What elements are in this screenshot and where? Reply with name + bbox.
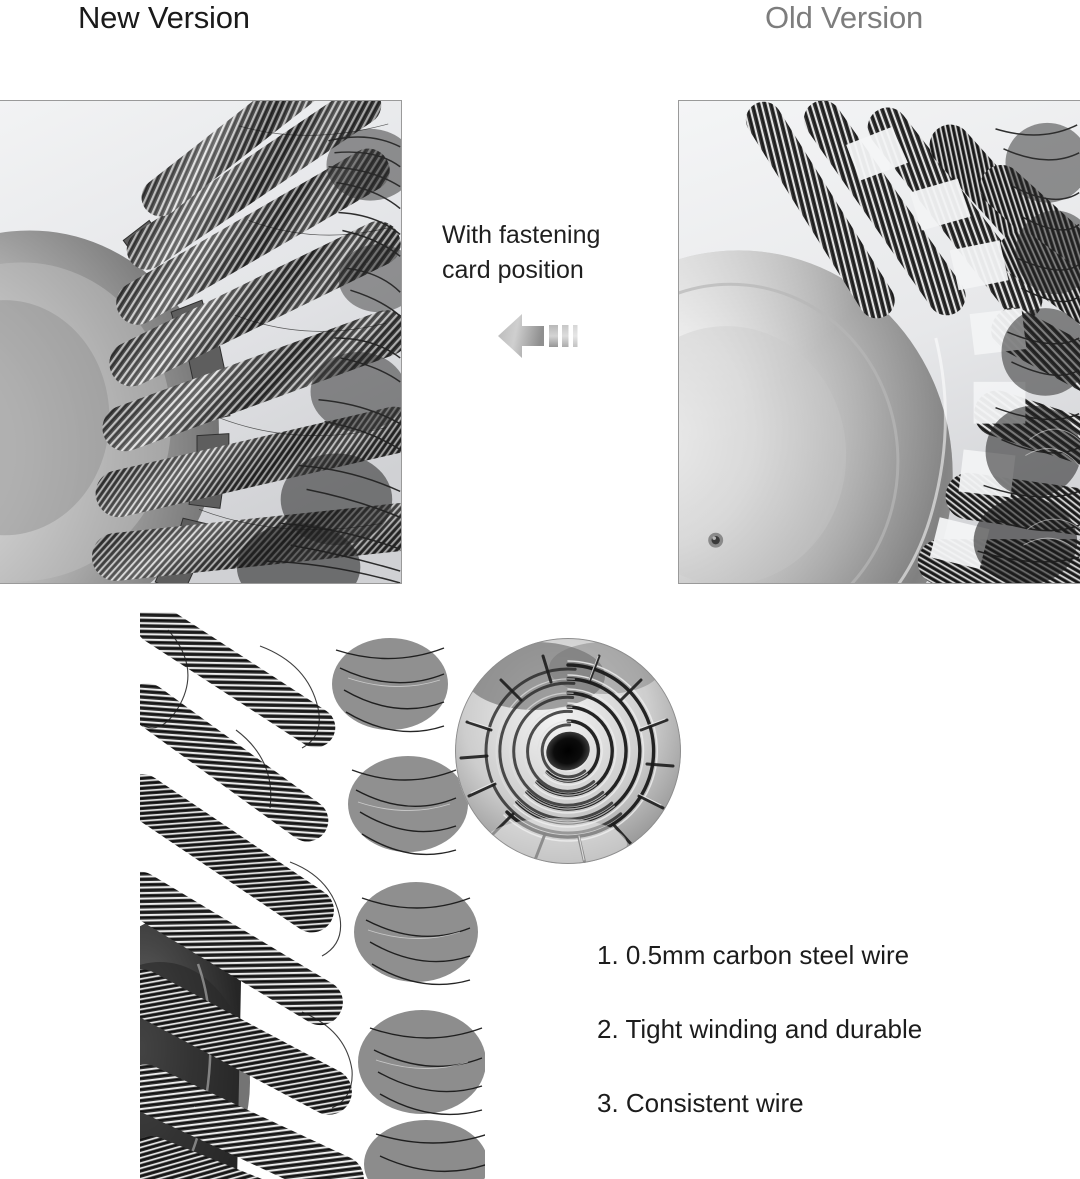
page-title-old-version: Old Version: [765, 0, 924, 35]
annotation-line-2: card position: [442, 256, 584, 284]
feature-item-2: 2. Tight winding and durable: [597, 1014, 923, 1044]
page-title-new-version: New Version: [78, 0, 250, 35]
stray-wire-loops: [143, 629, 353, 1109]
plain-disc-hub: [679, 250, 953, 583]
new-version-photo-artwork: [0, 101, 401, 583]
feature-list: 1. 0.5mm carbon steel wire 2. Tight wind…: [597, 940, 1017, 1118]
product-photo-old-version: [678, 100, 1080, 584]
disc-rivet: [708, 532, 724, 548]
feature-item-3: 3. Consistent wire: [597, 1088, 804, 1118]
product-photo-wire-closeup: [140, 612, 485, 1179]
left-arrow-icon: [497, 312, 587, 360]
annotation-line-1: With fastening: [442, 221, 601, 249]
wire-closeup-artwork: [140, 612, 485, 1179]
annotation-fastening-card: With fastening card position: [442, 218, 657, 288]
wire-tuft-clusters: [236, 128, 401, 583]
left-arrow-icon-svg: [498, 314, 578, 358]
old-version-photo-artwork: [679, 101, 1080, 583]
feature-item-1: 1. 0.5mm carbon steel wire: [597, 940, 910, 970]
frayed-wire-tufts: [332, 638, 485, 1179]
product-photo-cross-section: [455, 638, 681, 864]
twisted-wire-strands: [140, 612, 377, 1179]
fine-wire-strands: [198, 123, 394, 531]
wire-tuft-clusters: [973, 122, 1080, 583]
product-photo-new-version: [0, 100, 402, 584]
cross-section-artwork: [455, 638, 681, 864]
